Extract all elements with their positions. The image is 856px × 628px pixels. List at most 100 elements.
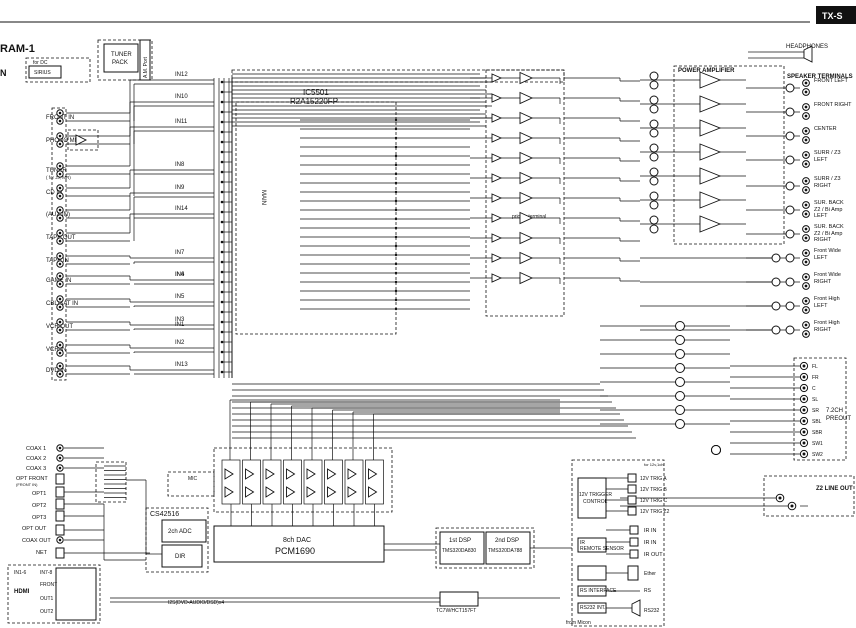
input-jack-pin (58, 351, 62, 355)
preout-channel: SR (812, 408, 819, 414)
preout-channel: SW2 (812, 452, 823, 458)
buffer-amp (491, 233, 503, 243)
input-label: TUNER (46, 168, 67, 174)
hdmi-out1: OUT1 (40, 596, 54, 602)
speaker-label-2: LEFT (814, 255, 828, 261)
power-amp-triangle (699, 95, 722, 113)
trigger-label-2: CONTROL (583, 499, 608, 505)
rs-label: RS (644, 588, 652, 594)
input-jack-pin (58, 305, 62, 309)
rs232-box (577, 602, 607, 614)
dac-title: 8ch DAC (283, 537, 311, 544)
node (394, 226, 398, 230)
trigger-label: 12V TRIG A (640, 476, 667, 482)
node (394, 217, 398, 221)
power-amp-triangle (699, 119, 722, 137)
input-jack-pin (58, 364, 62, 368)
dac-opamp (368, 486, 378, 498)
dac-opamp (327, 486, 337, 498)
input-jack-pin (58, 372, 62, 376)
input-jack-pin (58, 134, 62, 138)
buffer-transistor (675, 377, 685, 387)
speaker-terminal-pin (804, 129, 808, 133)
bus-label: IN7 (175, 250, 185, 256)
volume-area (485, 69, 565, 317)
node (394, 280, 398, 284)
tone-amp (519, 111, 534, 125)
tone-amp (519, 251, 534, 265)
phono-eq-area (67, 129, 99, 151)
model-tab-label: TX-S (822, 11, 843, 21)
z2-title: Z2 LINE OUT (816, 486, 853, 492)
opt-out-jack (55, 524, 65, 536)
ic5501-part: R2A15220FP (290, 97, 338, 106)
opt-front-jack (55, 473, 65, 485)
rs232-connector (631, 599, 641, 617)
node (394, 244, 398, 248)
ir-jack (629, 549, 639, 559)
buffer-amp (491, 153, 503, 163)
node (394, 289, 398, 293)
bus-label: IN10 (175, 94, 188, 100)
tone-amp (519, 91, 534, 105)
control-area (571, 459, 665, 627)
bus-label: IN11 (175, 119, 188, 125)
dsp1-part: TMS320DA830 (442, 548, 476, 554)
input-jack-pin (58, 320, 62, 324)
speaker-label: FRONT LEFT (814, 78, 848, 84)
input-jack-pin (58, 142, 62, 146)
node (394, 271, 398, 275)
coax-out-jack-pin (58, 538, 62, 542)
input-jack-pin (58, 343, 62, 347)
input-jack-pin (58, 164, 62, 168)
coax-jack-pin (58, 456, 62, 460)
transistor (649, 128, 659, 138)
preout-title: 7.2CH (826, 408, 843, 414)
adc-box (161, 519, 207, 543)
speaker-label: FRONT RIGHT (814, 102, 852, 108)
coax-jack-pin (58, 466, 62, 470)
speaker-label-2: LEFT (814, 303, 828, 309)
bus-label: IN3 (175, 317, 185, 323)
preout-area (793, 357, 847, 461)
headphone-jack (803, 45, 813, 63)
speaker-label-2: RIGHT (814, 279, 832, 285)
transistor (649, 95, 659, 105)
trigger-label: 12V TRIG C (640, 498, 668, 504)
transistor (649, 71, 659, 81)
ir-jack (629, 525, 639, 535)
node (394, 118, 398, 122)
transistor (649, 143, 659, 153)
bus-label: IN14 (175, 206, 188, 212)
dac-opamp (245, 486, 255, 498)
transistor (649, 215, 659, 225)
input-jack-pin (58, 274, 62, 278)
transistor (649, 191, 659, 201)
power-amp-title: POWER AMPLIFIER (678, 68, 735, 74)
dac-opamp (347, 468, 357, 480)
input-jack-pin (58, 111, 62, 115)
input-jack-pin (58, 186, 62, 190)
input-jack-pin (58, 194, 62, 198)
speaker-terminal-pin (804, 284, 808, 288)
tuner-pack-label-2: PACK (112, 60, 128, 66)
input-jack-pin (58, 119, 62, 123)
transistor (649, 176, 659, 186)
coax-out-label: COAX OUT (22, 538, 51, 544)
digital-selector (95, 461, 127, 503)
opt-jack (55, 510, 65, 522)
relay (785, 253, 795, 263)
power-amp-triangle (699, 167, 722, 185)
speaker-label: SURR / Z3 (814, 150, 841, 156)
dsp2-box (485, 531, 531, 565)
sirius-label: SIRIUS (34, 70, 51, 76)
tone-amp (519, 231, 534, 245)
relay (785, 107, 795, 117)
ic5501-area (235, 101, 397, 335)
input-jack-pin (58, 172, 62, 176)
dac-opamp (286, 468, 296, 480)
buffer-amp (491, 133, 503, 143)
left-fragment: N (0, 68, 7, 78)
transistor (771, 301, 781, 311)
